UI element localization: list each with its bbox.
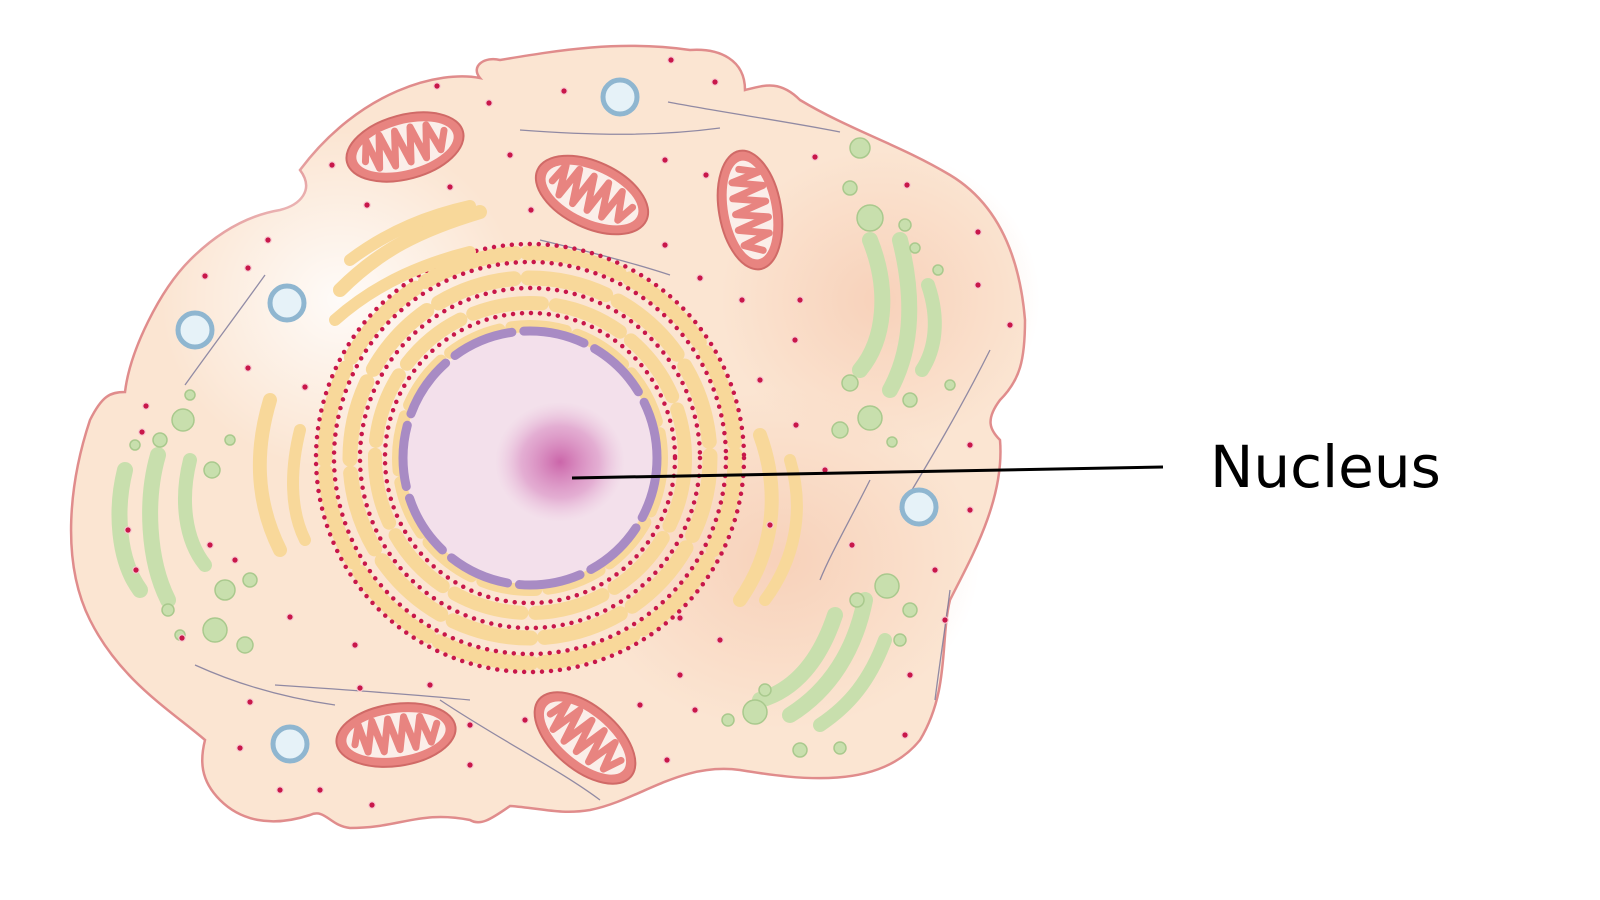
mitochondrion (345, 111, 465, 183)
mitochondrion (335, 702, 457, 768)
free-ribosomes (124, 56, 1014, 809)
nucleolus (495, 402, 625, 522)
mitochondrion (533, 691, 637, 785)
golgi-apparatus (111, 232, 942, 732)
ribosomes-on-er (313, 241, 747, 675)
mitochondrion (716, 149, 784, 271)
mitochondria (335, 111, 784, 785)
mitochondrion (534, 154, 650, 236)
golgi-vesicles (129, 137, 956, 758)
smooth-er (252, 200, 803, 607)
vesicles (175, 77, 939, 764)
endoplasmic-reticulum (317, 245, 743, 671)
nuclear-envelope (398, 326, 662, 590)
nucleus-leader-line (571, 465, 1164, 480)
nucleus-label: Nucleus (1210, 433, 1441, 501)
